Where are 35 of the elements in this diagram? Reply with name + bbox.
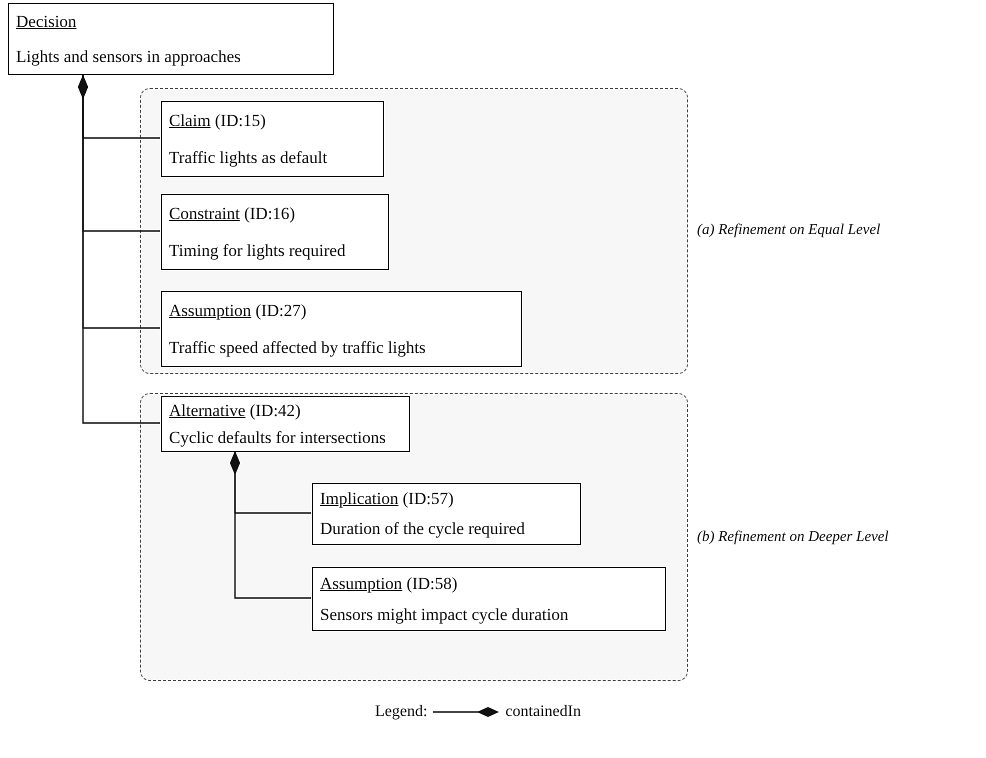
element-box: [312, 483, 581, 545]
element-id: (ID:16): [244, 204, 296, 222]
element-id: (ID:57): [402, 489, 454, 508]
element-type: Assumption: [320, 574, 402, 592]
element-type: Claim: [169, 110, 211, 130]
dashed-group-region: [140, 393, 688, 681]
legend-heading: Legend:: [375, 703, 428, 721]
element-description: Lights and sensors in approaches: [16, 46, 241, 66]
element-box: [8, 3, 334, 75]
group-caption: (b) Refinement on Deeper Level: [697, 529, 889, 546]
group-caption: (a) Refinement on Equal Level: [697, 222, 880, 239]
element-box: [161, 396, 410, 452]
containment-connector: [230, 451, 311, 599]
element-description: Traffic speed affected by traffic lights: [169, 338, 426, 356]
element-description: Sensors might impact cycle duration: [320, 604, 568, 624]
element-box: [161, 291, 522, 367]
element-id: (ID:27): [255, 300, 306, 320]
element-box: [312, 567, 666, 631]
element-type: Assumption: [169, 300, 252, 320]
element-id: (ID:15): [214, 110, 266, 130]
element-box: [161, 101, 384, 177]
element-description: Timing for lights required: [169, 240, 346, 260]
element-description: Duration of the cycle required: [320, 519, 525, 538]
element-type: Implication: [320, 489, 398, 508]
legend-text: containedIn: [505, 703, 581, 721]
dashed-group-region: [140, 88, 688, 374]
element-type: Alternative: [169, 400, 246, 420]
element-id: (ID:42): [250, 400, 301, 420]
element-box: [161, 194, 389, 270]
element-type: Decision: [16, 12, 76, 30]
element-id: (ID:58): [406, 574, 458, 592]
containment-connector: [78, 75, 160, 424]
element-description: Cyclic defaults for intersections: [169, 428, 386, 446]
element-type: Constraint: [169, 204, 240, 222]
element-description: Traffic lights as default: [169, 148, 328, 166]
